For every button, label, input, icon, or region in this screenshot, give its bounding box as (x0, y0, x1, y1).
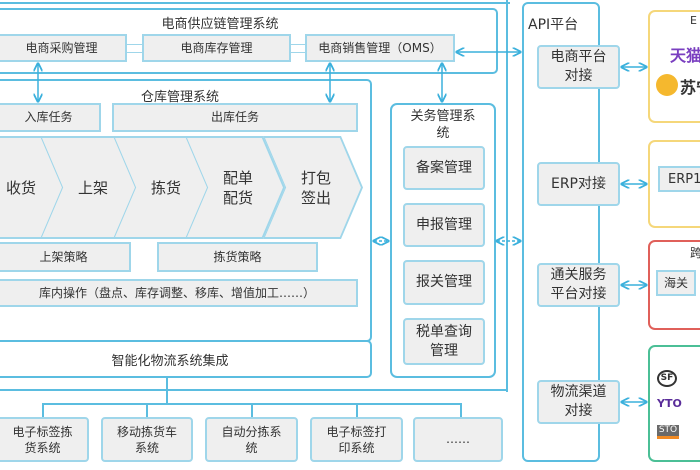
api-ecommerce[interactable]: 电商平台 对接 (537, 45, 620, 89)
bottom-bus-line (0, 389, 508, 391)
api-logistics[interactable]: 物流渠道 对接 (537, 380, 620, 424)
api-title: API平台 (528, 17, 579, 33)
module-oms[interactable]: 电商销售管理（OMS） (305, 34, 455, 62)
putaway-strategy[interactable]: 上架策略 (0, 242, 131, 272)
logistics-group: SF YTO STO (648, 345, 700, 462)
inbound-task[interactable]: 入库任务 (0, 103, 101, 132)
outbound-task[interactable]: 出库任务 (112, 103, 358, 132)
connector (127, 52, 142, 53)
system-more[interactable]: …… (413, 417, 503, 462)
customs-frame (390, 103, 496, 378)
yto-logo: YTO (657, 397, 682, 410)
module-inventory[interactable]: 电商库存管理 (142, 34, 291, 62)
customs-declare[interactable]: 申报管理 (403, 203, 485, 247)
warehouse-title: 仓库管理系统 (140, 90, 219, 105)
cross-border-title: 跨境 (690, 246, 700, 260)
erp1-box[interactable]: ERP1 (658, 166, 700, 192)
system-e-label-picking[interactable]: 电子标签拣 货系统 (0, 417, 89, 462)
connector (166, 378, 168, 404)
top-line (0, 2, 510, 4)
customs-title: 关务管理系 统 (410, 109, 476, 141)
bus-line (506, 0, 508, 392)
warehouse-operations[interactable]: 库内操作（盘点、库存调整、移库、增值加工……） (0, 279, 358, 307)
suning-logo: 苏宁 (680, 78, 700, 97)
connector (291, 44, 305, 45)
system-mobile-cart[interactable]: 移动拣货车 系统 (101, 417, 193, 462)
module-purchase[interactable]: 电商采购管理 (0, 34, 127, 62)
api-customs[interactable]: 通关服务 平台对接 (537, 263, 620, 307)
ecommerce-group: E 天猫 苏宁 (648, 10, 700, 123)
integration-title: 智能化物流系统集成 (111, 354, 229, 369)
connector (127, 44, 142, 45)
customs-tax-query[interactable]: 税单查询 管理 (403, 318, 485, 365)
customs-record[interactable]: 备案管理 (403, 146, 485, 190)
integration-frame (0, 340, 372, 378)
api-frame (522, 2, 600, 462)
supply-chain-title: 电商供应链管理系统 (161, 17, 279, 32)
customs-clearance[interactable]: 报关管理 (403, 260, 485, 305)
picking-strategy[interactable]: 拣货策略 (157, 242, 318, 272)
tmall-logo: 天猫 (670, 46, 700, 65)
cross-border-group: 跨境 海关 (648, 240, 700, 330)
suning-lion-icon (656, 74, 678, 96)
system-label-print[interactable]: 电子标签打 印系统 (310, 417, 403, 462)
customs-box[interactable]: 海关 (656, 270, 696, 296)
sto-logo: STO (657, 425, 679, 439)
connector (291, 52, 305, 53)
erp-group: ERP1 (648, 140, 700, 228)
supply-chain-frame (0, 8, 498, 74)
api-erp[interactable]: ERP对接 (537, 162, 620, 206)
ecommerce-title: E (690, 14, 697, 27)
system-auto-sort[interactable]: 自动分拣系 统 (205, 417, 298, 462)
sf-logo: SF (657, 370, 677, 387)
